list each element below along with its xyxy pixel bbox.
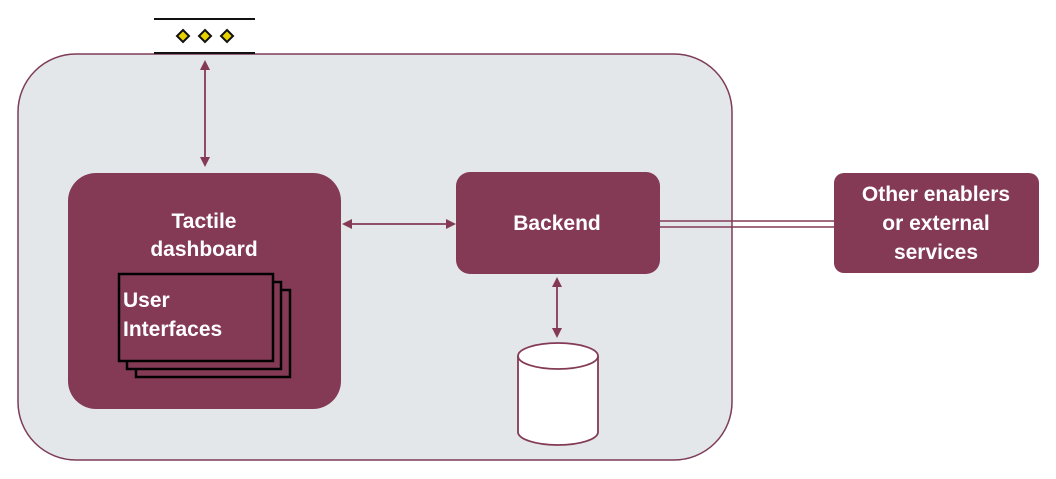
user-interfaces-label-line1: User — [123, 289, 170, 312]
user-interfaces-label-line2: Interfaces — [123, 318, 222, 341]
database-icon — [517, 342, 599, 446]
tactile-dashboard-label-line2: dashboard — [150, 238, 257, 261]
external-services-label-line1: Other enablers — [862, 183, 1010, 206]
external-services-label-line3: services — [894, 241, 978, 264]
device-indicator-dots — [175, 28, 235, 44]
user-interfaces-stack — [117, 272, 292, 379]
backend-external-connector — [660, 220, 834, 228]
tactile-dashboard-label-line1: Tactile — [172, 210, 237, 233]
external-services-box — [834, 173, 1039, 273]
hardware-device-icon — [154, 18, 255, 54]
external-services-label-line2: or external — [882, 212, 989, 235]
backend-box — [456, 172, 660, 274]
backend-label: Backend — [513, 212, 601, 235]
